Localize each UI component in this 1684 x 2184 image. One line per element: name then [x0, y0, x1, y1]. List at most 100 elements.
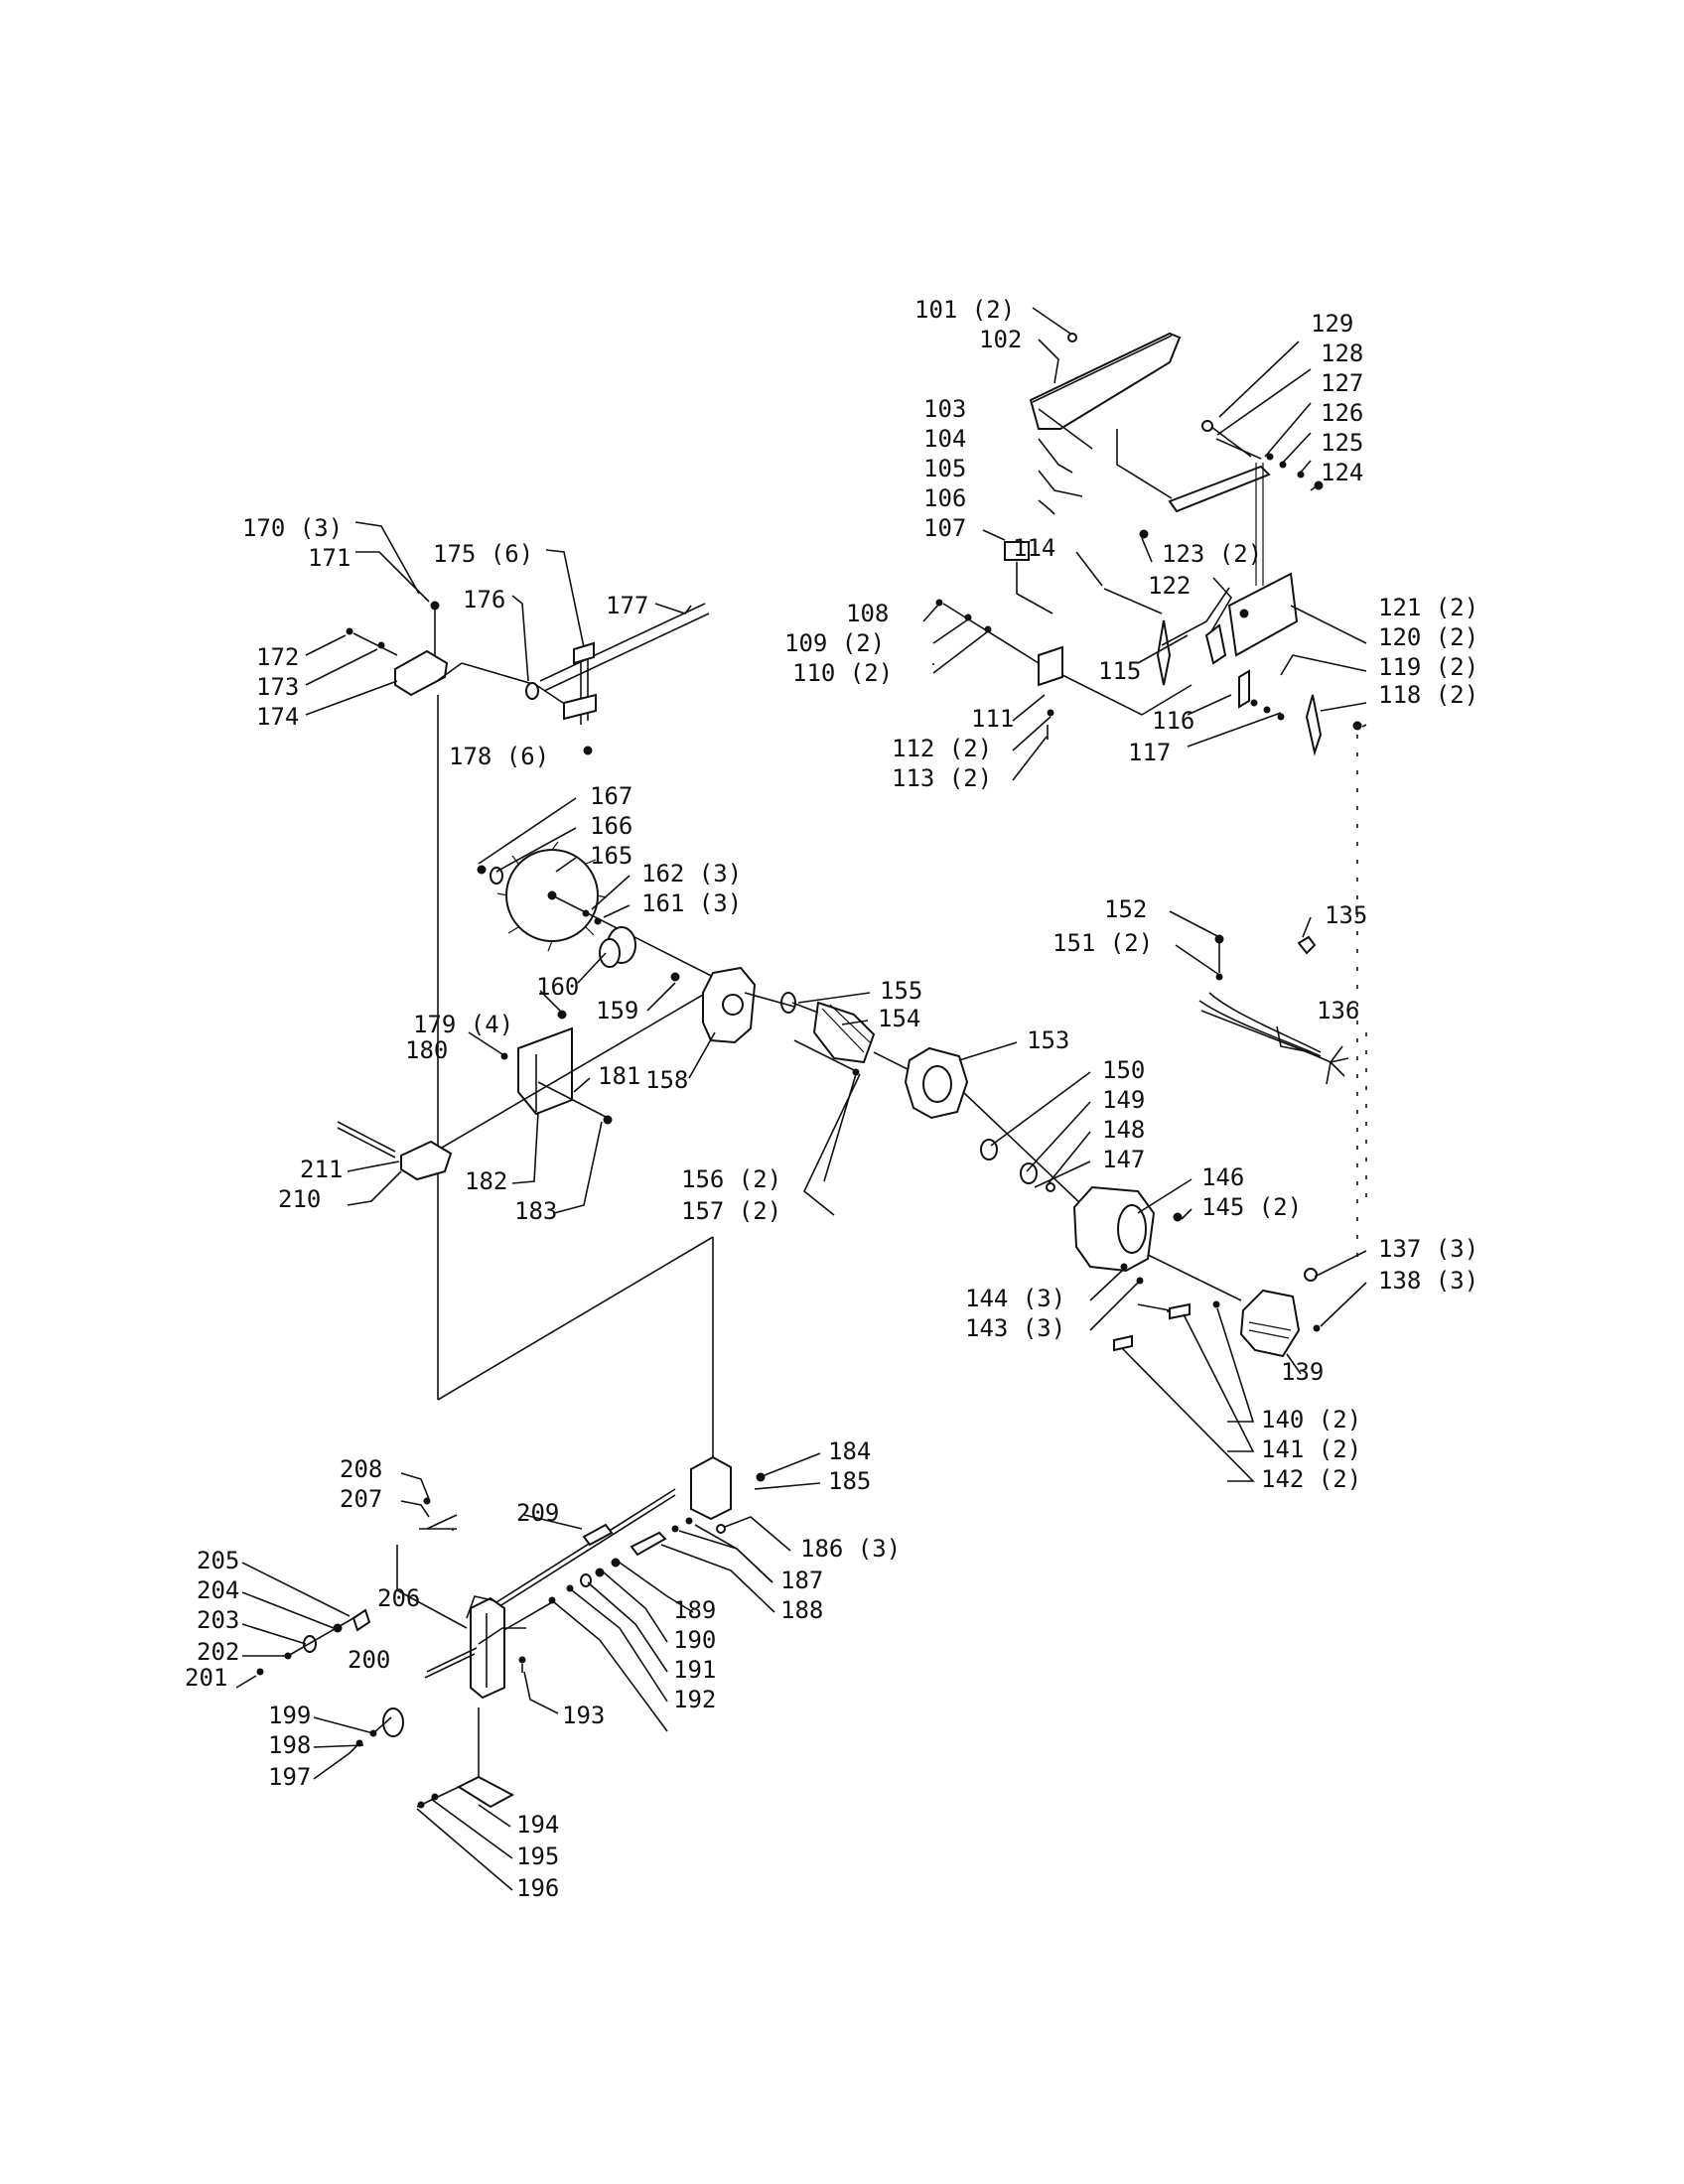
label-173: 173	[256, 673, 299, 701]
label-137: 137 (3)	[1378, 1235, 1478, 1263]
label-101: 101 (2)	[914, 296, 1015, 324]
part-116	[1238, 669, 1250, 709]
label-124: 124	[1321, 459, 1363, 486]
label-185: 185	[828, 1467, 871, 1495]
label-103: 103	[923, 395, 966, 423]
label-107: 107	[923, 514, 966, 542]
label-120: 120 (2)	[1378, 623, 1478, 651]
label-190: 190	[673, 1626, 716, 1654]
label-183: 183	[514, 1197, 557, 1225]
part-135-strain-relief	[1297, 935, 1317, 955]
label-206: 206	[377, 1584, 420, 1612]
part-121-plate	[1227, 572, 1299, 657]
label-116: 116	[1152, 707, 1194, 735]
label-180: 180	[405, 1036, 448, 1064]
part-102-blade-guard	[1029, 332, 1182, 430]
label-167: 167	[590, 782, 632, 810]
label-146: 146	[1201, 1163, 1244, 1191]
label-159: 159	[596, 997, 638, 1024]
part-111-bracket	[1038, 645, 1063, 687]
label-170: 170 (3)	[242, 514, 343, 542]
label-197: 197	[268, 1763, 311, 1791]
label-191: 191	[673, 1656, 716, 1684]
label-200: 200	[348, 1646, 390, 1674]
label-149: 149	[1102, 1086, 1145, 1114]
label-186: 186 (3)	[800, 1535, 901, 1563]
label-176: 176	[463, 586, 505, 614]
part-107-block	[1004, 541, 1030, 561]
label-174: 174	[256, 703, 299, 731]
label-179: 179 (4)	[413, 1011, 513, 1038]
label-160: 160	[536, 973, 579, 1001]
label-187: 187	[780, 1567, 823, 1594]
label-102: 102	[979, 326, 1022, 353]
part-175-clamp	[563, 693, 597, 721]
label-143: 143 (3)	[965, 1314, 1065, 1342]
part-174-bracket	[394, 649, 449, 697]
label-127: 127	[1321, 369, 1363, 397]
label-204: 204	[197, 1576, 239, 1604]
label-114: 114	[1013, 534, 1055, 562]
part-splitter-bracket	[1168, 465, 1271, 513]
part-199-knob	[382, 1707, 404, 1737]
label-203: 203	[197, 1606, 239, 1634]
label-177: 177	[606, 592, 648, 619]
label-198: 198	[268, 1731, 311, 1759]
label-162: 162 (3)	[641, 860, 742, 887]
label-126: 126	[1321, 399, 1363, 427]
label-128: 128	[1321, 340, 1363, 367]
label-104: 104	[923, 425, 966, 453]
label-147: 147	[1102, 1146, 1145, 1173]
label-118: 118 (2)	[1378, 681, 1478, 709]
label-112: 112 (2)	[892, 735, 992, 762]
label-175: 175 (6)	[433, 540, 533, 568]
label-154: 154	[878, 1005, 920, 1032]
label-136: 136	[1317, 997, 1359, 1024]
label-141: 141 (2)	[1261, 1435, 1361, 1463]
fence-rail-assembly	[346, 601, 714, 1457]
label-139: 139	[1281, 1358, 1324, 1386]
label-135: 135	[1325, 901, 1367, 929]
part-119-pawl	[1305, 694, 1323, 756]
label-171: 171	[308, 544, 351, 572]
label-108: 108	[846, 600, 889, 627]
part-194-bracket	[456, 1775, 515, 1809]
label-208: 208	[340, 1455, 382, 1483]
label-152: 152	[1104, 895, 1147, 923]
label-153: 153	[1027, 1026, 1069, 1054]
label-195: 195	[516, 1843, 559, 1870]
part-210-plate	[400, 1140, 453, 1181]
label-207: 207	[340, 1485, 382, 1513]
label-166: 166	[590, 812, 632, 840]
label-150: 150	[1102, 1056, 1145, 1084]
label-121: 121 (2)	[1378, 594, 1478, 621]
label-106: 106	[923, 484, 966, 512]
label-201: 201	[185, 1664, 227, 1692]
label-209: 209	[516, 1499, 559, 1527]
label-109: 109 (2)	[784, 629, 885, 657]
label-117: 117	[1128, 739, 1171, 766]
part-206-bracket	[470, 1596, 505, 1700]
label-140: 140 (2)	[1261, 1406, 1361, 1433]
label-210: 210	[278, 1185, 321, 1213]
label-113: 113 (2)	[892, 764, 992, 792]
label-144: 144 (3)	[965, 1285, 1065, 1312]
part-165-saw-blade	[496, 841, 608, 952]
label-157: 157 (2)	[681, 1197, 781, 1225]
label-148: 148	[1102, 1116, 1145, 1144]
label-123: 123 (2)	[1162, 540, 1262, 568]
part-209-sleeve	[582, 1523, 614, 1547]
label-125: 125	[1321, 429, 1363, 457]
label-111: 111	[971, 705, 1014, 733]
label-155: 155	[880, 977, 922, 1005]
label-194: 194	[516, 1811, 559, 1839]
motor-assembly	[337, 841, 1321, 1358]
label-165: 165	[590, 842, 632, 870]
blade-guard-assembly	[935, 332, 1362, 1271]
label-205: 205	[197, 1547, 239, 1574]
label-188: 188	[780, 1596, 823, 1624]
label-115: 115	[1098, 657, 1141, 685]
label-119: 119 (2)	[1378, 653, 1478, 681]
label-105: 105	[923, 455, 966, 482]
